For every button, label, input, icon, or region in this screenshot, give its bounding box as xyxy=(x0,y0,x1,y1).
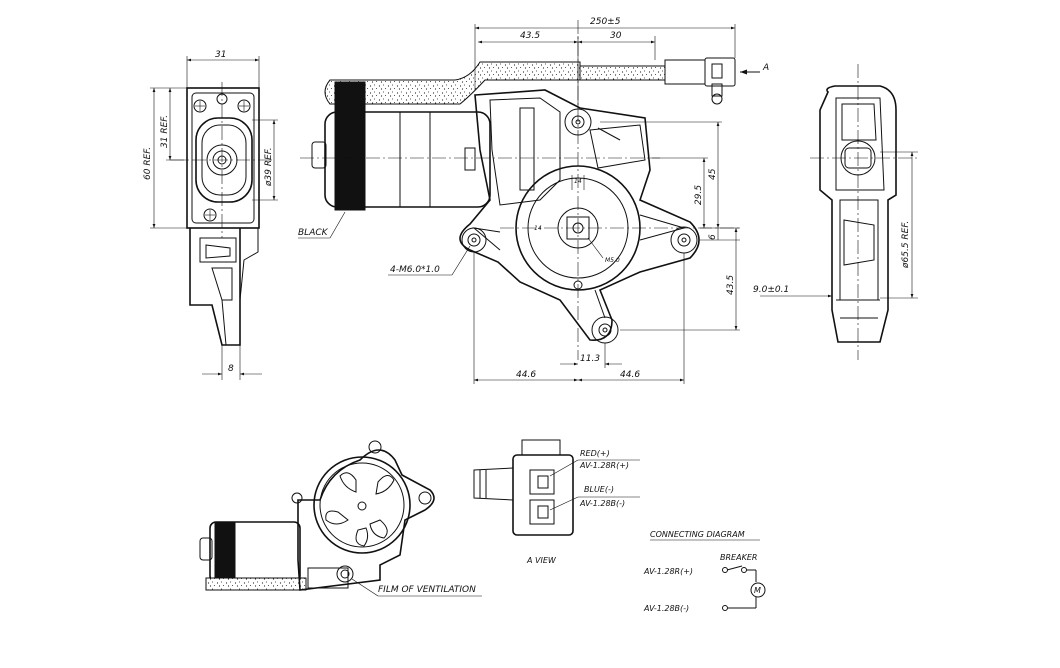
dim-43-5-right: 43.5 xyxy=(726,275,736,295)
label-diag-pos: AV-1.28R(+) xyxy=(643,567,693,576)
dim-60-ref: 60 REF. xyxy=(143,147,153,180)
dim-9: 9.0±0.1 xyxy=(753,285,789,295)
main-labels: BLACK 4-M6.0*1.0 xyxy=(298,211,471,276)
label-m5: M5.0 xyxy=(605,257,620,264)
dim-6: 6 xyxy=(708,234,718,240)
label-red: RED(+) xyxy=(580,449,610,458)
dim-250: 250±5 xyxy=(590,17,621,27)
dim-29-5: 29.5 xyxy=(694,185,704,205)
dim-43-5-top: 43.5 xyxy=(520,31,540,41)
motor-symbol xyxy=(750,582,766,598)
dim-31-ref: 31 REF. xyxy=(160,115,170,148)
dim-45: 45 xyxy=(708,168,718,180)
label-motor: M xyxy=(754,586,761,595)
connecting-diagram-title: CONNECTING DIAGRAM xyxy=(650,530,745,539)
dim-31-top: 31 xyxy=(215,50,226,60)
main-front-view: A 14 14 xyxy=(300,20,769,360)
side-view-right xyxy=(810,64,920,360)
dim-44-6-left: 44.6 xyxy=(516,370,536,380)
black-band xyxy=(334,81,366,211)
label-breaker: BREAKER xyxy=(720,553,757,562)
label-diag-neg: AV-1.28B(-) xyxy=(643,604,689,613)
dims-right: 9.0±0.1 ø65.5 REF. xyxy=(753,151,918,300)
dim-44-6-right: 44.6 xyxy=(620,370,640,380)
dim-14-b: 14 xyxy=(534,225,542,232)
connecting-diagram: CONNECTING DIAGRAM BREAKER AV-1.28R(+) M… xyxy=(643,530,766,613)
dim-30: 30 xyxy=(610,31,622,41)
dims-main: 250±5 43.5 30 45 29.5 6 43.5 44.6 44.6 1… xyxy=(473,17,740,384)
wire-connector xyxy=(664,59,706,85)
isometric-view: FILM OF VENTILATION xyxy=(199,440,482,597)
dim-8: 8 xyxy=(228,364,234,374)
wire-harness xyxy=(324,61,581,105)
dim-14-a: 14 xyxy=(574,178,582,185)
dims-left: 31 60 REF. 31 REF. ø39 REF. 8 xyxy=(143,50,278,380)
label-black: BLACK xyxy=(298,228,329,238)
dim-11-3: 11.3 xyxy=(580,354,600,364)
label-red-wire: AV-1.28R(+) xyxy=(579,461,629,470)
dim-39-ref: ø39 REF. xyxy=(264,147,274,187)
dim-65-5: ø65.5 REF. xyxy=(901,221,911,269)
connector-a-view: RED(+) AV-1.28R(+) BLUE(-) AV-1.28B(-) A… xyxy=(473,439,640,565)
view-a-arrow-label: A xyxy=(762,63,769,73)
side-view-left xyxy=(170,82,272,346)
label-film-ventilation: FILM OF VENTILATION xyxy=(378,585,476,595)
label-blue: BLUE(-) xyxy=(584,485,614,494)
label-thread: 4-M6.0*1.0 xyxy=(390,265,440,275)
label-a-view: A VIEW xyxy=(526,556,557,565)
label-blue-wire: AV-1.28B(-) xyxy=(579,499,625,508)
